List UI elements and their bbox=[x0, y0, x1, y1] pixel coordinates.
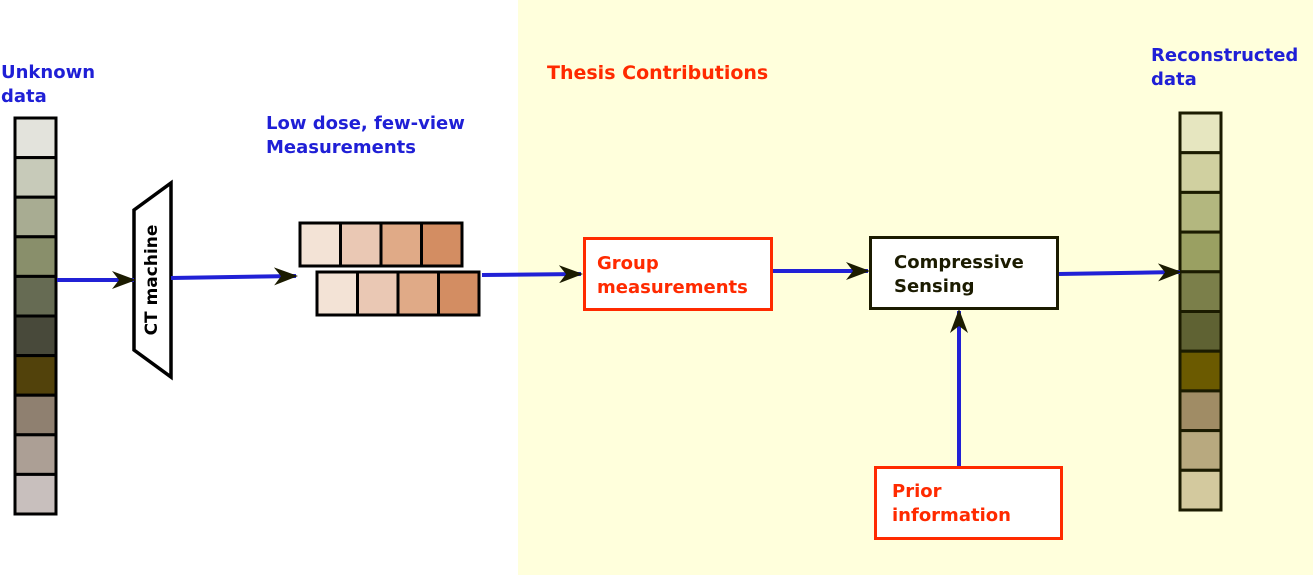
prior-information-text: Prior information bbox=[892, 481, 1011, 526]
reconstructed-data-cell bbox=[1178, 190, 1223, 234]
measurement-row-2-cell bbox=[396, 270, 440, 317]
reconstructed-data-label: Reconstructed data bbox=[1151, 45, 1299, 90]
group-measurements-box: Group measurements bbox=[583, 237, 773, 311]
prior-information-box: Prior information bbox=[874, 466, 1063, 540]
ct-machine-label: CT machine bbox=[142, 224, 162, 336]
compressive-sensing-text: Compressive Sensing bbox=[894, 252, 1024, 297]
measurement-row-2-cell bbox=[315, 270, 359, 317]
unknown-data-label: Unknown data bbox=[1, 62, 96, 107]
arrow-cs-to-reconstructed bbox=[1057, 263, 1182, 282]
measurement-row-1-cell bbox=[298, 221, 342, 268]
reconstructed-data-cell bbox=[1178, 111, 1223, 155]
reconstructed-data-cell bbox=[1178, 468, 1223, 512]
reconstructed-data-cell bbox=[1178, 429, 1223, 472]
thesis-contributions-title: Thesis Contributions bbox=[547, 62, 769, 84]
unknown-data-cell bbox=[13, 195, 58, 239]
unknown-data-column bbox=[13, 116, 58, 516]
measurement-row-1-cell bbox=[420, 221, 464, 268]
reconstructed-data-cell bbox=[1178, 389, 1223, 433]
reconstructed-data-cell bbox=[1178, 270, 1223, 313]
unknown-data-cell bbox=[13, 354, 58, 397]
ct-machine-shape bbox=[132, 179, 173, 381]
measurement-row-2-cell bbox=[356, 270, 400, 317]
unknown-data-cell bbox=[13, 314, 58, 358]
reconstructed-data-cell bbox=[1178, 151, 1223, 194]
unknown-data-cell bbox=[13, 235, 58, 278]
measurement-row-1-cell bbox=[379, 221, 423, 268]
arrow-ct-to-measurements bbox=[170, 267, 298, 286]
measurements-label: Low dose, few-view Measurements bbox=[266, 113, 465, 158]
reconstructed-data-cell bbox=[1178, 349, 1223, 393]
measurements-row-2 bbox=[315, 270, 481, 317]
unknown-data-cell bbox=[13, 393, 58, 437]
group-measurements-text: Group measurements bbox=[597, 253, 748, 298]
unknown-data-cell bbox=[13, 116, 58, 160]
unknown-data-cell bbox=[13, 156, 58, 199]
reconstructed-data-column bbox=[1178, 111, 1223, 512]
reconstructed-data-cell bbox=[1178, 230, 1223, 274]
unknown-data-cell bbox=[13, 433, 58, 476]
arrow-measurements-to-group bbox=[481, 265, 583, 284]
compressive-sensing-box: Compressive Sensing bbox=[869, 236, 1059, 310]
unknown-data-cell bbox=[13, 472, 58, 516]
measurements-row-1 bbox=[298, 221, 464, 268]
measurement-row-2-cell bbox=[437, 270, 481, 317]
measurement-row-1-cell bbox=[339, 221, 383, 268]
unknown-data-cell bbox=[13, 274, 58, 318]
reconstructed-data-cell bbox=[1178, 310, 1223, 353]
